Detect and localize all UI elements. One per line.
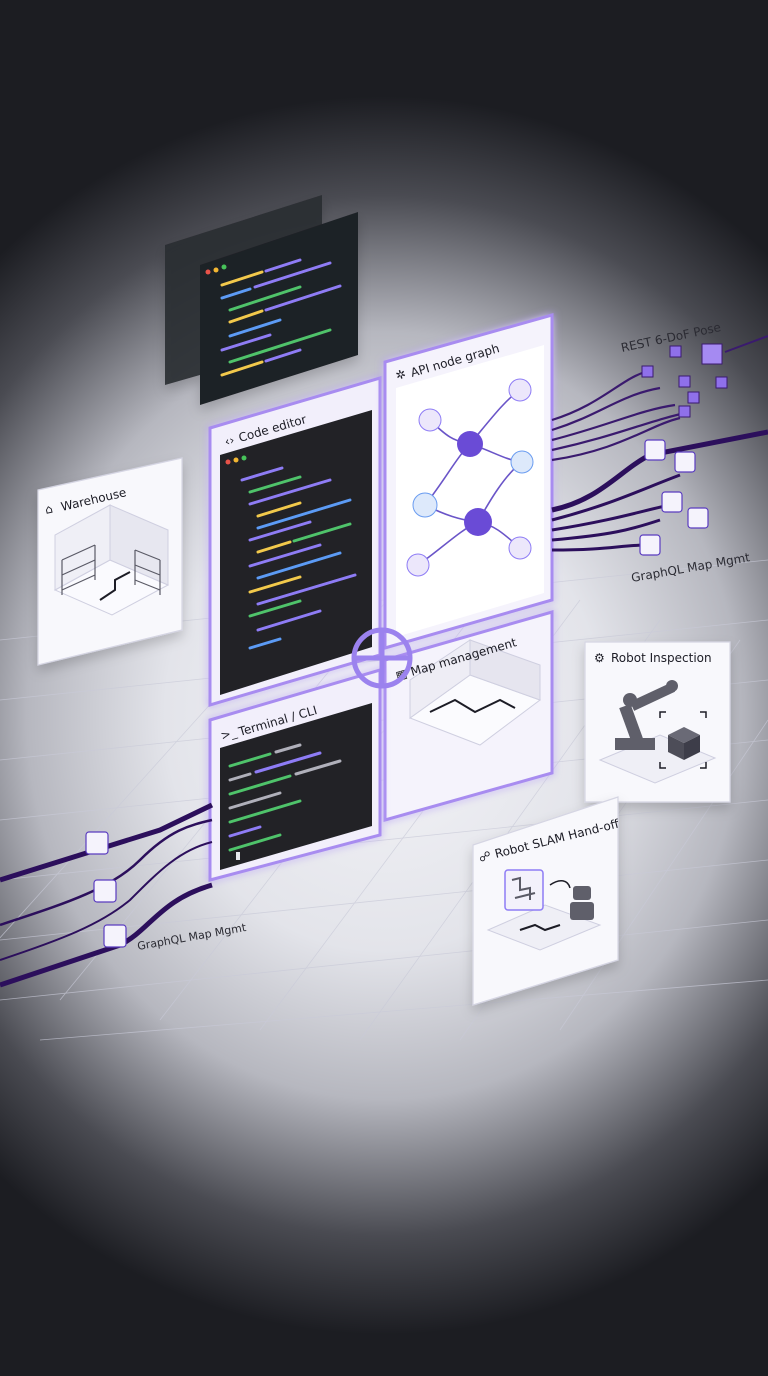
service-node-icon[interactable] — [510, 450, 534, 474]
database-node-icon[interactable] — [508, 536, 532, 560]
rest-pose-lines[interactable] — [551, 335, 768, 462]
graphql-right-icons — [639, 439, 709, 556]
warehouse-route — [99, 571, 131, 601]
node-icon — [639, 534, 661, 556]
graphql-left-label: GraphQL Map Mgmt — [136, 921, 247, 953]
inspection-frame — [659, 711, 707, 769]
cube-icon — [678, 375, 691, 388]
robot-arm-icon — [615, 680, 678, 750]
warehouse-panel[interactable]: ⌂ Warehouse — [37, 457, 183, 666]
cube-icon — [701, 343, 723, 365]
share-node-icon[interactable] — [412, 492, 438, 518]
map-route — [429, 698, 516, 714]
connector-ring — [351, 627, 413, 689]
robot-inspection-title: Robot Inspection — [611, 651, 712, 665]
robot-inspection-icon: ⚙ — [594, 651, 605, 665]
terminal-lines — [228, 743, 342, 852]
database-icon[interactable] — [418, 408, 442, 432]
map-management-panel[interactable]: ▦ Map management — [383, 610, 554, 822]
trend-icon — [687, 507, 709, 529]
robot-inspection-panel[interactable]: ⚙ Robot Inspection — [584, 641, 731, 803]
terminal-cursor[interactable] — [236, 852, 240, 860]
warehouse-icon: ⌂ — [44, 502, 55, 517]
cube-icon — [669, 345, 682, 358]
api-hub-node-icon[interactable] — [457, 431, 483, 457]
graph-icon: ✲ — [394, 367, 408, 383]
background-code-windows — [165, 195, 358, 405]
cube-icon — [641, 365, 654, 378]
hierarchy-node-icon[interactable] — [508, 378, 532, 402]
graphql-left-icons — [85, 831, 127, 948]
cube-icon — [715, 376, 728, 389]
cube-icon — [678, 405, 691, 418]
rest-cubes — [641, 343, 728, 418]
hierarchy-icon — [644, 439, 666, 461]
robot-slam-icon: ☍ — [477, 848, 492, 865]
robot-icon — [570, 886, 594, 920]
warehouse-shelves — [61, 544, 161, 595]
chart-icon — [103, 924, 127, 948]
cube-icon — [687, 391, 700, 404]
line-chart-icon — [661, 491, 683, 513]
code-icon: ‹› — [223, 433, 236, 449]
trend-icon — [93, 879, 117, 903]
code-lines — [240, 466, 357, 650]
terminal-panel[interactable]: >_ Terminal / CLI — [208, 667, 382, 882]
robot-slam-panel[interactable]: ☍ Robot SLAM Hand-off — [472, 796, 621, 1006]
code-editor-panel[interactable]: ‹› Code editor — [208, 375, 382, 708]
code-node-icon[interactable] — [464, 508, 492, 536]
terminal-icon: >_ — [219, 725, 239, 743]
bar-chart-icon — [674, 451, 696, 473]
chart-node-icon[interactable] — [406, 553, 430, 577]
api-node-graph-panel[interactable]: ✲ API node graph — [383, 313, 554, 650]
cube-icon — [85, 831, 109, 855]
